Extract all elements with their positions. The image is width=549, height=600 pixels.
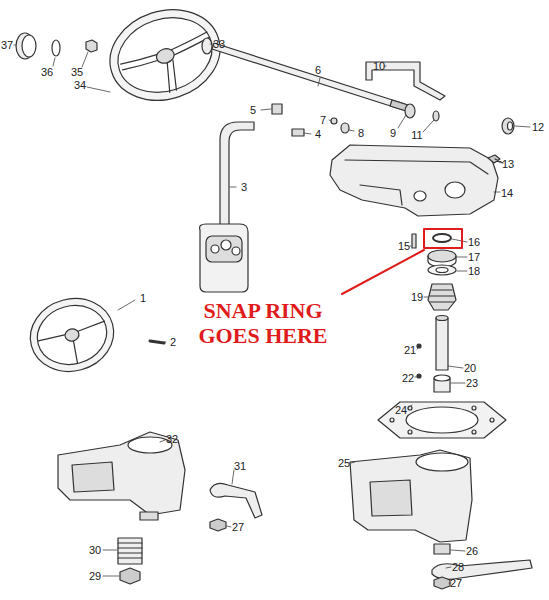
lower-parts-right xyxy=(432,544,532,589)
callout-number: 28 xyxy=(451,561,465,574)
left-housing xyxy=(58,432,185,520)
callout-number: 13 xyxy=(501,158,515,171)
highlight-marker xyxy=(342,229,462,294)
spring-assembly xyxy=(118,538,142,584)
callout-number: 15 xyxy=(397,240,411,253)
bushing xyxy=(434,375,450,392)
callout-number: 8 xyxy=(357,127,365,140)
bushing xyxy=(202,38,212,54)
instruction-note: SNAP RING GOES HERE xyxy=(178,298,348,349)
callout-number: 2 xyxy=(169,336,177,349)
lower-housing xyxy=(350,450,472,542)
pin xyxy=(150,341,164,343)
steering-shaft xyxy=(212,43,408,111)
callout-number: 17 xyxy=(467,251,481,264)
callout-number: 10 xyxy=(372,60,386,73)
callout-number: 19 xyxy=(410,291,424,304)
callout-number: 12 xyxy=(531,121,545,134)
callout-number: 20 xyxy=(463,362,477,375)
control-lever xyxy=(200,122,254,292)
cap xyxy=(16,33,36,59)
ring xyxy=(52,40,60,56)
callout-number: 5 xyxy=(249,104,257,117)
callout-number: 33 xyxy=(212,38,226,51)
leader-lines xyxy=(14,44,530,583)
steering-housing xyxy=(330,145,498,216)
callout-number: 6 xyxy=(314,64,322,77)
callout-number: 21 xyxy=(403,344,417,357)
callout-number: 7 xyxy=(319,114,327,127)
callout-number: 1 xyxy=(139,292,147,305)
callout-number: 36 xyxy=(40,66,54,79)
callout-number: 30 xyxy=(88,544,102,557)
callout-number: 9 xyxy=(389,127,397,140)
callout-number: 22 xyxy=(401,372,415,385)
callout-number: 18 xyxy=(467,265,481,278)
callout-number: 24 xyxy=(394,404,408,417)
callout-number: 27 xyxy=(231,521,245,534)
callout-number: 27 xyxy=(449,577,463,590)
callout-number: 26 xyxy=(465,545,479,558)
callout-number: 37 xyxy=(0,39,14,52)
callout-number: 31 xyxy=(233,460,247,473)
callout-number: 14 xyxy=(500,187,514,200)
steering-wheel xyxy=(98,0,232,114)
callout-number: 23 xyxy=(465,377,479,390)
callout-number: 11 xyxy=(410,129,423,142)
small-parts xyxy=(331,118,349,133)
bolt xyxy=(488,155,503,163)
callout-number: 4 xyxy=(314,128,322,141)
nut xyxy=(86,40,97,52)
callout-number: 25 xyxy=(337,457,351,470)
switch-parts xyxy=(272,104,304,136)
callout-number: 29 xyxy=(88,570,102,583)
gear xyxy=(428,284,456,310)
callout-number: 35 xyxy=(70,66,84,79)
callout-number: 3 xyxy=(240,181,248,194)
callout-number: 32 xyxy=(165,433,179,446)
sector-shaft xyxy=(417,316,448,379)
stack-top xyxy=(412,234,456,275)
callout-number: 16 xyxy=(467,236,481,249)
callout-number: 34 xyxy=(73,79,87,92)
steering-wheel xyxy=(22,289,122,380)
gasket xyxy=(378,402,506,438)
